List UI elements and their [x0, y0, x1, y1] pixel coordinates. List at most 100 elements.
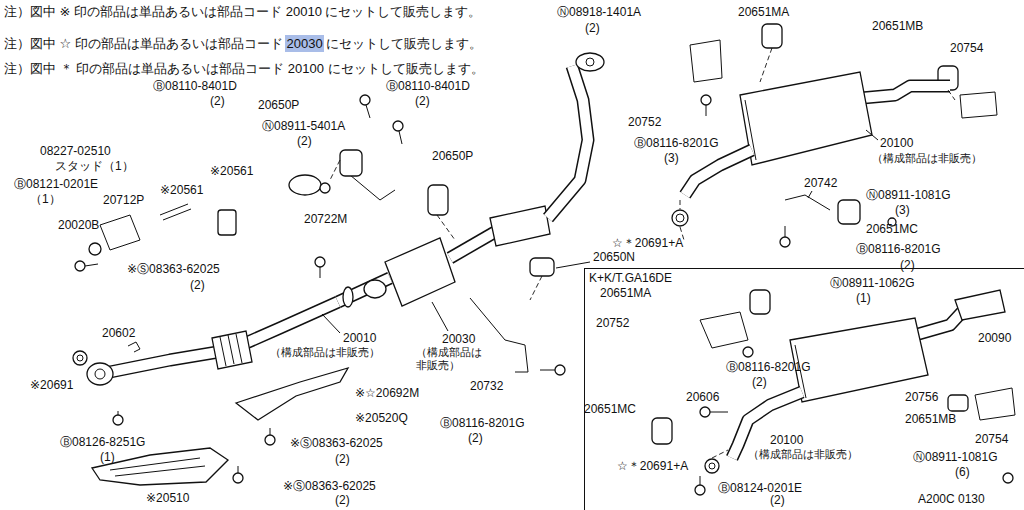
part-number: 20651MB [905, 413, 956, 427]
part-number: 20756 [905, 391, 938, 405]
part-number: (1) [100, 451, 115, 465]
note-text: 注）図中 ※ 印の部品は単品あるいは部品コード 20010 にセットして販売しま… [4, 5, 482, 20]
part-number: 20754 [950, 42, 983, 56]
bracket [975, 388, 1015, 420]
front-pipe [110, 302, 338, 372]
center-pipe [450, 232, 495, 258]
part-number: 20020B [58, 219, 99, 233]
part-number: Ⓝ08911-1081G [913, 451, 998, 465]
bolt [1003, 473, 1013, 483]
bolt [315, 257, 325, 267]
heat-shield [92, 368, 348, 485]
rear-muffler [915, 312, 962, 335]
part-number: (3) [664, 152, 679, 166]
rear-muffler [915, 312, 962, 335]
gasket [705, 459, 719, 473]
part-number: （構成部品は非販売） [748, 448, 858, 461]
rear-muffler [790, 318, 928, 402]
bracket [470, 298, 528, 372]
part-number: 20651MA [738, 6, 789, 20]
leader-line [432, 302, 448, 331]
clamp [160, 175, 321, 235]
bolt [695, 485, 705, 495]
bolt [393, 121, 403, 131]
part-number: (2) [190, 279, 205, 293]
part-number: (2) [415, 95, 430, 109]
part-number: ※20520Q [355, 412, 408, 426]
rear-muffler [862, 86, 950, 98]
part-number: Ⓝ08918-1401A [557, 6, 641, 20]
center-pipe [548, 66, 588, 218]
front-pipe [110, 302, 338, 372]
part-number: A200C 0130 [918, 493, 985, 507]
center-pipe [385, 238, 455, 306]
bolt [113, 415, 123, 425]
center-pipe [490, 206, 550, 246]
bolt [700, 476, 701, 485]
part-number: ※Ⓢ08363-62025 [290, 437, 383, 451]
assembly-line [437, 215, 455, 240]
rubber-mount [340, 24, 968, 444]
rubber-mount [340, 150, 362, 176]
bolt [75, 261, 85, 271]
bracket [785, 195, 830, 210]
part-number: 20651MA [600, 287, 651, 301]
assembly-line [680, 200, 684, 240]
part-number: 20651MB [872, 20, 923, 34]
part-number: ☆＊20691+A [617, 460, 688, 474]
part-number: (2) [335, 453, 350, 467]
heat-shield [110, 458, 205, 476]
part-number: 20732 [470, 380, 503, 394]
part-number: 20606 [686, 391, 719, 405]
rubber-mount [428, 185, 448, 215]
part-number: (1) [856, 292, 871, 306]
clamp [218, 210, 236, 235]
bolt [701, 95, 711, 105]
bracket [960, 92, 997, 118]
gasket [73, 351, 87, 365]
part-number: ※20561 [160, 184, 203, 198]
center-pipe [343, 287, 353, 307]
rear-muffler [862, 86, 950, 98]
bolt [743, 347, 753, 357]
part-number: (2) [770, 494, 785, 508]
rubber-mount [530, 258, 554, 276]
part-number: ※Ⓢ08363-62025 [283, 480, 376, 494]
part-number: 20752 [596, 317, 629, 331]
part-number: (6) [955, 466, 970, 480]
bracket [700, 312, 748, 348]
part-number: (3) [895, 204, 910, 218]
part-number: Ⓑ08110-8401D [153, 80, 237, 94]
bolt [785, 226, 786, 237]
center-pipe [338, 53, 604, 307]
bolt [75, 95, 1013, 495]
part-number: Ⓝ08911-1062G [830, 277, 915, 291]
part-number: (2) [297, 135, 312, 149]
rear-muffler [685, 72, 950, 195]
part-number: 20752 [628, 116, 661, 130]
rubber-mount [652, 418, 672, 444]
bolt [360, 95, 370, 105]
bolt [780, 237, 790, 247]
part-number: （構成部品は 非販売） [416, 346, 488, 371]
part-number: Ⓑ08116-8201G [440, 417, 525, 431]
variant-heading: K+K/T.GA16DE [585, 269, 1024, 286]
part-number: 20651MC [866, 223, 918, 237]
front-pipe [95, 369, 105, 379]
rear-muffler [955, 290, 1005, 320]
bolt [366, 105, 370, 118]
part-number: (2) [585, 22, 600, 36]
leader-line [322, 314, 340, 333]
rubber-mount [750, 290, 770, 314]
assembly-line [330, 48, 955, 458]
front-pipe [220, 334, 242, 366]
part-number: 20650P [432, 150, 473, 164]
part-number: 20602 [102, 327, 135, 341]
part-number: （構成部品は非販売） [872, 152, 982, 165]
part-number: 20100 [880, 137, 913, 151]
part-number: (2) [468, 432, 483, 446]
part-number: (2) [900, 259, 915, 273]
bolt [118, 411, 119, 415]
front-pipe [128, 342, 140, 352]
part-number: 08227-02510 [40, 145, 111, 159]
